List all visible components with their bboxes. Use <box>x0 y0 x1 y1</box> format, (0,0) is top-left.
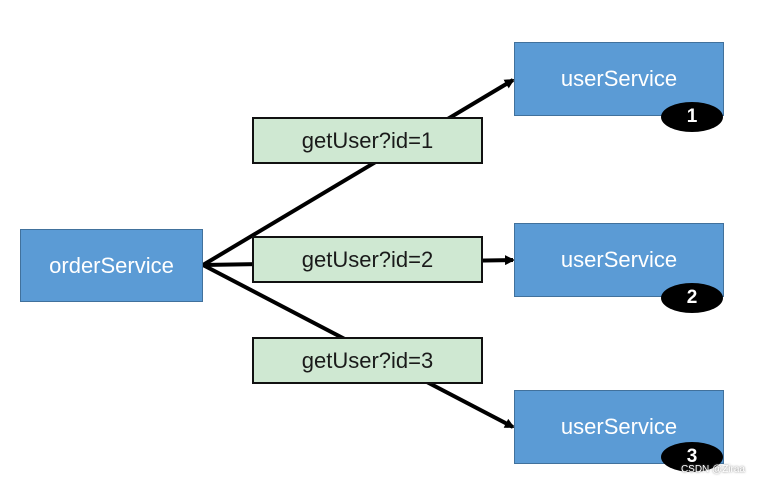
arrow-to-user-service-1 <box>201 78 515 267</box>
instance-badge-3: 3 <box>661 442 723 472</box>
watermark: CSDN @Ziraa <box>680 464 745 475</box>
instance-badge-1: 1 <box>661 102 723 132</box>
order-service-node: orderService <box>20 229 203 302</box>
request-label-3: getUser?id=3 <box>252 337 483 384</box>
request-label-1: getUser?id=1 <box>252 117 483 164</box>
request-label-2: getUser?id=2 <box>252 236 483 283</box>
instance-badge-2: 2 <box>661 283 723 313</box>
